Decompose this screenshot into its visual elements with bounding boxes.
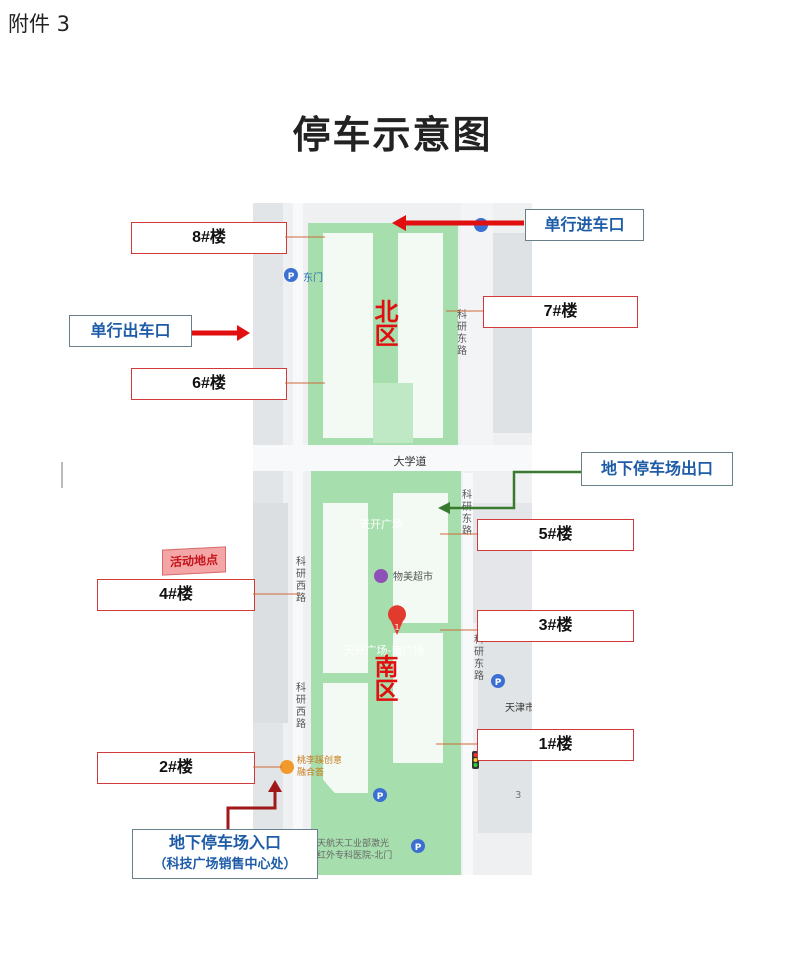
hospital-label-1: 航天航天工业部激光 bbox=[308, 837, 389, 849]
road-west-1-b: 研 bbox=[296, 568, 306, 580]
road-west-1-d: 路 bbox=[296, 591, 306, 604]
road-east-lower-3: 东 bbox=[474, 657, 484, 670]
underground-entry-note: （科技广场销售中心处） bbox=[153, 857, 297, 872]
parking-icon: P bbox=[491, 674, 505, 688]
page-title: 停车示意图 bbox=[292, 112, 493, 157]
event-spot-tag: 活动地点 bbox=[162, 546, 226, 576]
market-label: 物美超市 bbox=[393, 570, 433, 583]
underground-entry-callout: 地下停车场入口 （科技广场销售中心处） bbox=[132, 829, 318, 879]
road-west-2-c: 西 bbox=[296, 707, 306, 718]
road-east-north-1: 科 bbox=[457, 308, 467, 321]
svg-text:P: P bbox=[495, 678, 502, 688]
building-5-label: 5#楼 bbox=[477, 519, 634, 551]
road-east-south-4: 路 bbox=[462, 524, 472, 537]
road-east-north-3: 东 bbox=[457, 332, 467, 345]
road-east-lower-4: 路 bbox=[474, 669, 484, 682]
plaza-label: 天开广场 bbox=[359, 517, 403, 531]
parking-icon bbox=[474, 218, 488, 232]
road-west-2-b: 研 bbox=[296, 694, 306, 706]
exit-arrow bbox=[192, 325, 250, 341]
road-west-2-a: 科 bbox=[296, 681, 306, 694]
cafe-label-1: 桃李蹊创意 bbox=[297, 754, 342, 766]
exit-oneway-callout: 单行出车口 bbox=[69, 315, 192, 347]
underground-entry-title: 地下停车场入口 bbox=[168, 833, 281, 852]
building-2-label: 2#楼 bbox=[97, 752, 255, 784]
building-3-label: 3#楼 bbox=[477, 610, 634, 642]
building-6-label: 6#楼 bbox=[131, 368, 287, 400]
road-east-south-3: 东 bbox=[462, 512, 472, 525]
road-west-1-a: 科 bbox=[296, 555, 306, 568]
map-pin-icon: 1 bbox=[388, 605, 406, 635]
hospital-label-2: 与红外专科医院-北门 bbox=[308, 849, 392, 861]
road-number-label: 3 bbox=[515, 790, 521, 801]
east-gate-label: 东门 bbox=[303, 271, 323, 284]
south-plaza-label: 天开广场-南广场 bbox=[344, 643, 425, 657]
map-pin-label: 1 bbox=[394, 623, 399, 632]
parking-icon: P bbox=[411, 839, 425, 853]
cafe-icon bbox=[280, 760, 294, 774]
shop-icon bbox=[374, 569, 388, 583]
road-label-top: 大学道 bbox=[394, 454, 427, 468]
road-west-1-c: 西 bbox=[296, 581, 306, 592]
building-7-label: 7#楼 bbox=[483, 296, 638, 328]
cafe-label-2: 融合荟 bbox=[297, 766, 324, 778]
road-east-north-4: 路 bbox=[457, 344, 467, 357]
attachment-label: 附件 3 bbox=[8, 12, 71, 36]
road-west-2-d: 路 bbox=[296, 717, 306, 730]
parking-icon: P bbox=[284, 268, 298, 282]
underground-exit-callout: 地下停车场出口 bbox=[581, 452, 733, 486]
building-8-label: 8#楼 bbox=[131, 222, 287, 254]
svg-text:P: P bbox=[377, 792, 384, 802]
road-east-south-1: 科 bbox=[462, 488, 472, 501]
entry-oneway-callout: 单行进车口 bbox=[525, 209, 644, 241]
svg-text:P: P bbox=[288, 272, 295, 282]
road-east-south-2: 研 bbox=[462, 501, 472, 513]
road-east-north-2: 研 bbox=[457, 321, 467, 333]
south-zone-label: 南区 bbox=[370, 654, 398, 702]
tianjin-label: 天津市 bbox=[505, 701, 532, 714]
north-zone-label: 北区 bbox=[370, 299, 398, 347]
svg-text:P: P bbox=[415, 843, 422, 853]
parking-icon: P bbox=[373, 788, 387, 802]
building-4-label: 4#楼 bbox=[97, 579, 255, 611]
road-east-lower-2: 研 bbox=[474, 646, 484, 658]
building-1-label: 1#楼 bbox=[477, 729, 634, 761]
